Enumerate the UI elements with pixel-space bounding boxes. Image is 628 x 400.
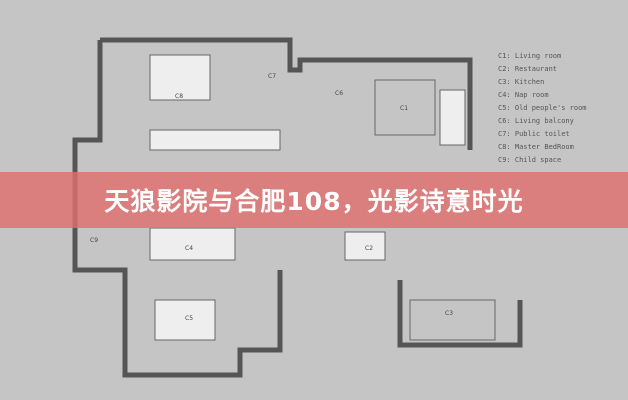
legend-item: C3: Kitchen bbox=[498, 78, 545, 86]
room-label: C1 bbox=[400, 105, 408, 112]
legend-item: C8: Master BedRoom bbox=[498, 143, 574, 151]
wall bbox=[397, 280, 523, 348]
legend-item: C6: Living balcony bbox=[498, 117, 574, 125]
cabinet bbox=[439, 89, 466, 146]
bed bbox=[149, 54, 211, 101]
room-label: C7 bbox=[268, 73, 276, 80]
legend-item: C1: Living room bbox=[498, 52, 562, 60]
dining-table bbox=[344, 231, 386, 261]
legend-item: C2: Restaurant bbox=[498, 65, 558, 73]
room-label: C2 bbox=[365, 245, 373, 252]
title: 天狼影院与合肥108，光影诗意时光 bbox=[104, 187, 524, 216]
wall bbox=[72, 40, 283, 378]
sofa bbox=[149, 227, 236, 261]
title-banner: 天狼影院与合肥108，光影诗意时光 bbox=[0, 172, 628, 228]
room-label: C5 bbox=[185, 315, 193, 322]
legend-item: C5: Old people's room bbox=[498, 104, 587, 112]
room-label: C4 bbox=[185, 245, 193, 252]
room-label: C8 bbox=[175, 93, 183, 100]
kitchen bbox=[409, 299, 496, 341]
living-area bbox=[374, 79, 436, 136]
room-label: C3 bbox=[445, 310, 453, 317]
legend-item: C7: Public toilet bbox=[498, 130, 570, 138]
room-label: C9 bbox=[90, 237, 98, 244]
wardrobe bbox=[149, 129, 281, 151]
legend-item: C4: Nap room bbox=[498, 91, 549, 99]
room-label: C6 bbox=[335, 90, 343, 97]
wall bbox=[100, 37, 473, 150]
legend-item: C9: Child space bbox=[498, 156, 562, 164]
room-legend: C1: Living room C2: Restaurant C3: Kitch… bbox=[498, 50, 587, 167]
bed bbox=[154, 299, 216, 341]
